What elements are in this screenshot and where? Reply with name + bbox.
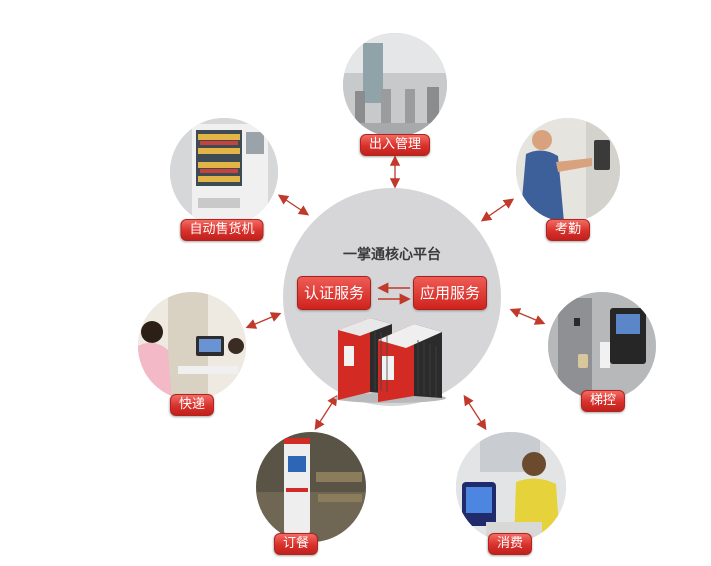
app-service-box: 应用服务 bbox=[413, 276, 488, 310]
service-exchange-arrows bbox=[377, 282, 411, 305]
parcel-counter-photo bbox=[138, 292, 246, 400]
label-attendance: 考勤 bbox=[545, 219, 591, 241]
arrow-consume bbox=[463, 394, 487, 431]
face-recognition-terminal-photo bbox=[516, 118, 620, 222]
label-access: 出入管理 bbox=[359, 134, 431, 156]
arrow-vending bbox=[277, 194, 310, 216]
auth-service-box: 认证服务 bbox=[297, 276, 372, 310]
label-express: 快递 bbox=[169, 394, 215, 416]
elevator-control-panel-photo bbox=[548, 292, 656, 400]
payment-terminal-photo bbox=[456, 432, 566, 542]
label-order: 订餐 bbox=[273, 533, 319, 555]
label-consume: 消费 bbox=[487, 533, 533, 555]
turnstile-gate-photo bbox=[343, 33, 447, 137]
label-vending: 自动售货机 bbox=[180, 219, 264, 241]
vending-machine-photo bbox=[170, 118, 278, 226]
arrow-order bbox=[314, 394, 338, 431]
label-elevator: 梯控 bbox=[580, 390, 626, 412]
hub-title: 一掌通核心平台 bbox=[343, 247, 441, 263]
meal-order-kiosk-photo bbox=[256, 432, 366, 542]
arrow-elevator bbox=[509, 308, 546, 325]
arrow-attendance bbox=[480, 198, 515, 222]
server-cabinet-icon bbox=[334, 318, 446, 403]
arrow-express bbox=[245, 312, 282, 329]
